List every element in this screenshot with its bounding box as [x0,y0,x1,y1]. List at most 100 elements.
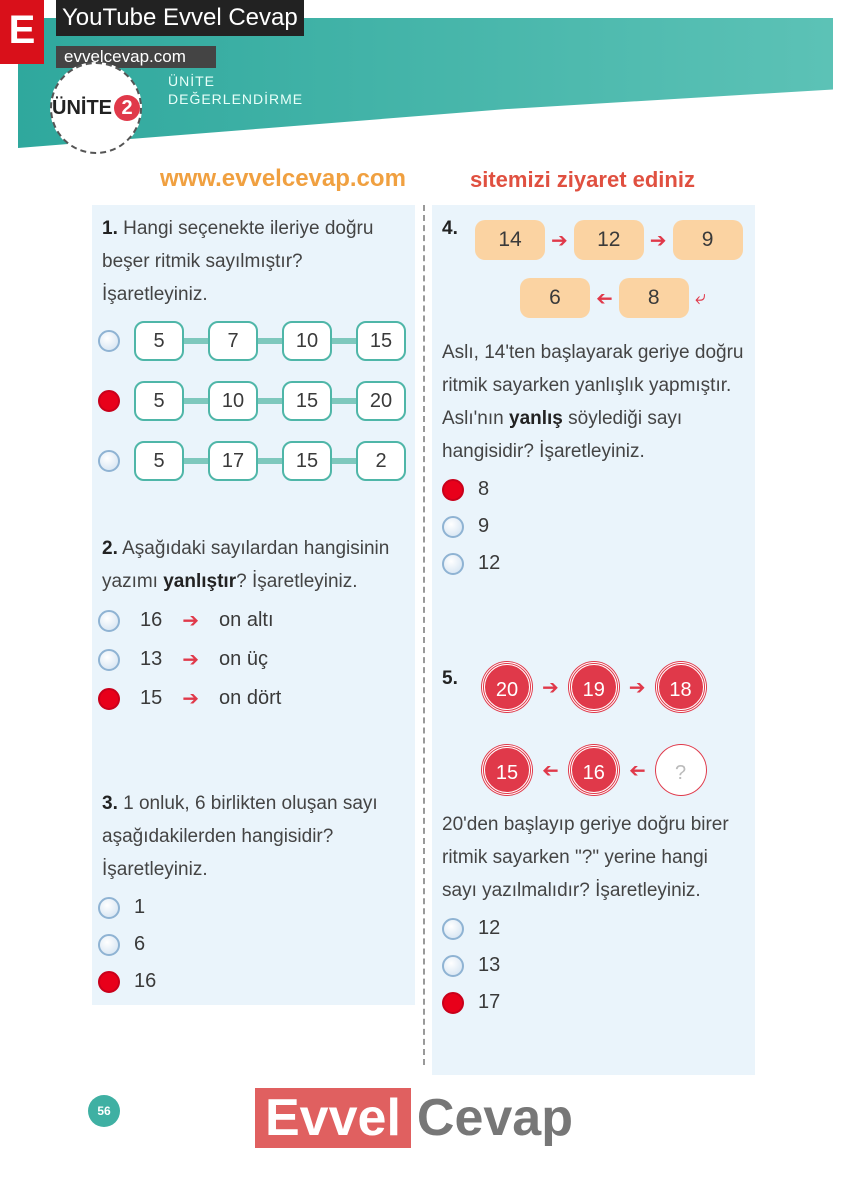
question-4-number: 4. [442,218,458,239]
arrow-right-icon: ➔ [551,229,568,252]
q4-option[interactable]: 8 [442,478,747,501]
arrow-right-icon: ➔ [182,649,200,671]
page-number: 56 [88,1095,120,1127]
connector [258,398,282,404]
answer-radio[interactable] [98,330,120,352]
q4-option[interactable]: 12 [442,552,747,575]
arrow-right-icon: ➔ [542,676,559,699]
q5-option[interactable]: 17 [442,991,747,1014]
arrow-right-icon: ➔ [182,610,200,632]
arrow-left-icon: ➔ [596,287,613,310]
seq-box: 8 [618,278,689,318]
answer-radio[interactable] [98,933,120,956]
question-4-block: Aslı, 14'ten başlayarak geriye doğru rit… [442,336,747,589]
number-box: 7 [208,321,258,361]
q5-option[interactable]: 12 [442,917,747,940]
watermark-visit-text: sitemizi ziyaret ediniz [470,167,695,192]
answer-radio[interactable] [98,970,120,993]
option-label: 13 [478,954,501,976]
option-label: 16 [134,970,157,992]
answer-radio[interactable] [442,954,464,977]
unit-title-1: ÜNİTE [168,73,215,89]
connector [332,458,356,464]
question-5: 20'den başlayıp geriye doğru birer ritmi… [442,814,729,901]
q5-option[interactable]: 13 [442,954,747,977]
question-3-block: 3. 1 onluk, 6 birlikten oluşan sayı aşağ… [98,787,407,1007]
question-1-block: 1. Hangi seçenekte ileriye doğru beşer r… [98,212,407,501]
question-4: Aslı, 14'ten başlayarak geriye doğru rit… [442,342,744,462]
option-label: 9 [478,515,490,537]
seq-circle: 19 [568,662,619,712]
number-box: 5 [134,381,184,421]
arrow-left-icon: ➔ [542,759,559,782]
unit-header-band [18,18,833,148]
q3-option[interactable]: 1 [98,896,407,919]
answer-radio[interactable] [98,648,120,671]
answer-radio[interactable] [98,896,120,919]
unit-word: ÜNİTE [52,96,112,119]
unit-title-2: DEĞERLENDİRME [168,91,304,107]
number-box: 15 [282,381,332,421]
q2-option[interactable]: 15➔on dört [98,686,407,711]
seq-circle-unknown: ? [655,745,706,795]
answer-radio[interactable] [442,917,464,940]
answer-radio[interactable] [98,609,120,632]
answer-radio[interactable] [442,552,464,575]
connector [184,458,208,464]
option-number: 16 [140,609,163,631]
q4-sequence-top: 14 ➔ 12➔ 9 [475,220,743,260]
arrow-right-icon: ➔ [649,229,667,252]
q3-option[interactable]: 16 [98,970,407,993]
connector [184,398,208,404]
question-3: 3. 1 onluk, 6 birlikten oluşan sayı aşağ… [102,793,378,880]
q4-option[interactable]: 9 [442,515,747,538]
option-label: 1 [134,896,146,918]
unit-title: ÜNİTE DEĞERLENDİRME [168,72,303,108]
answer-radio[interactable] [442,478,464,501]
arrow-left-icon: ➔ [628,759,646,782]
answer-radio[interactable] [98,450,120,472]
option-label: 12 [478,917,501,939]
option-label: 12 [478,552,501,574]
connector [332,338,356,344]
right-column-panel [432,205,755,1075]
q3-option[interactable]: 6 [98,933,407,956]
number-box: 5 [134,321,184,361]
q4-sequence-bottom: 6 ➔ 8⤶ [520,278,706,318]
answer-radio[interactable] [442,515,464,538]
option-word: on dört [219,687,282,709]
q2-option[interactable]: 16➔on altı [98,608,407,633]
option-label: 17 [478,991,501,1013]
q2-option[interactable]: 13➔on üç [98,647,407,672]
option-label: 6 [134,933,146,955]
seq-box: 12 [573,220,644,260]
question-5-block: 20'den başlayıp geriye doğru birer ritmi… [442,808,747,1028]
seq-box: 6 [520,278,590,318]
number-box: 15 [282,441,332,481]
arrow-curve-icon: ⤶ [694,286,706,309]
q5-sequence-top: 20➔ 19➔ 18 [482,662,706,712]
number-box: 15 [356,321,406,361]
q5-sequence-bottom: 15➔ 16➔ ? [482,745,706,795]
evvel-logo: E [0,0,44,64]
seq-box: 9 [672,220,743,260]
seq-circle: 15 [482,745,532,795]
number-box: 17 [208,441,258,481]
option-number: 15 [140,687,163,709]
seq-circle: 20 [482,662,532,712]
answer-radio[interactable] [442,991,464,1014]
youtube-channel-label: YouTube Evvel Cevap [56,0,304,36]
answer-radio[interactable] [98,390,120,412]
seq-circle: 18 [655,662,706,712]
watermark-site-text: www.evvelcevap.com [160,165,406,192]
answer-radio[interactable] [98,687,120,710]
unit-number: 2 [114,95,140,121]
seq-box: 14 [475,220,545,260]
number-box: 20 [356,381,406,421]
question-2: 2. Aşağıdaki sayılardan hangisinin yazım… [102,538,390,592]
